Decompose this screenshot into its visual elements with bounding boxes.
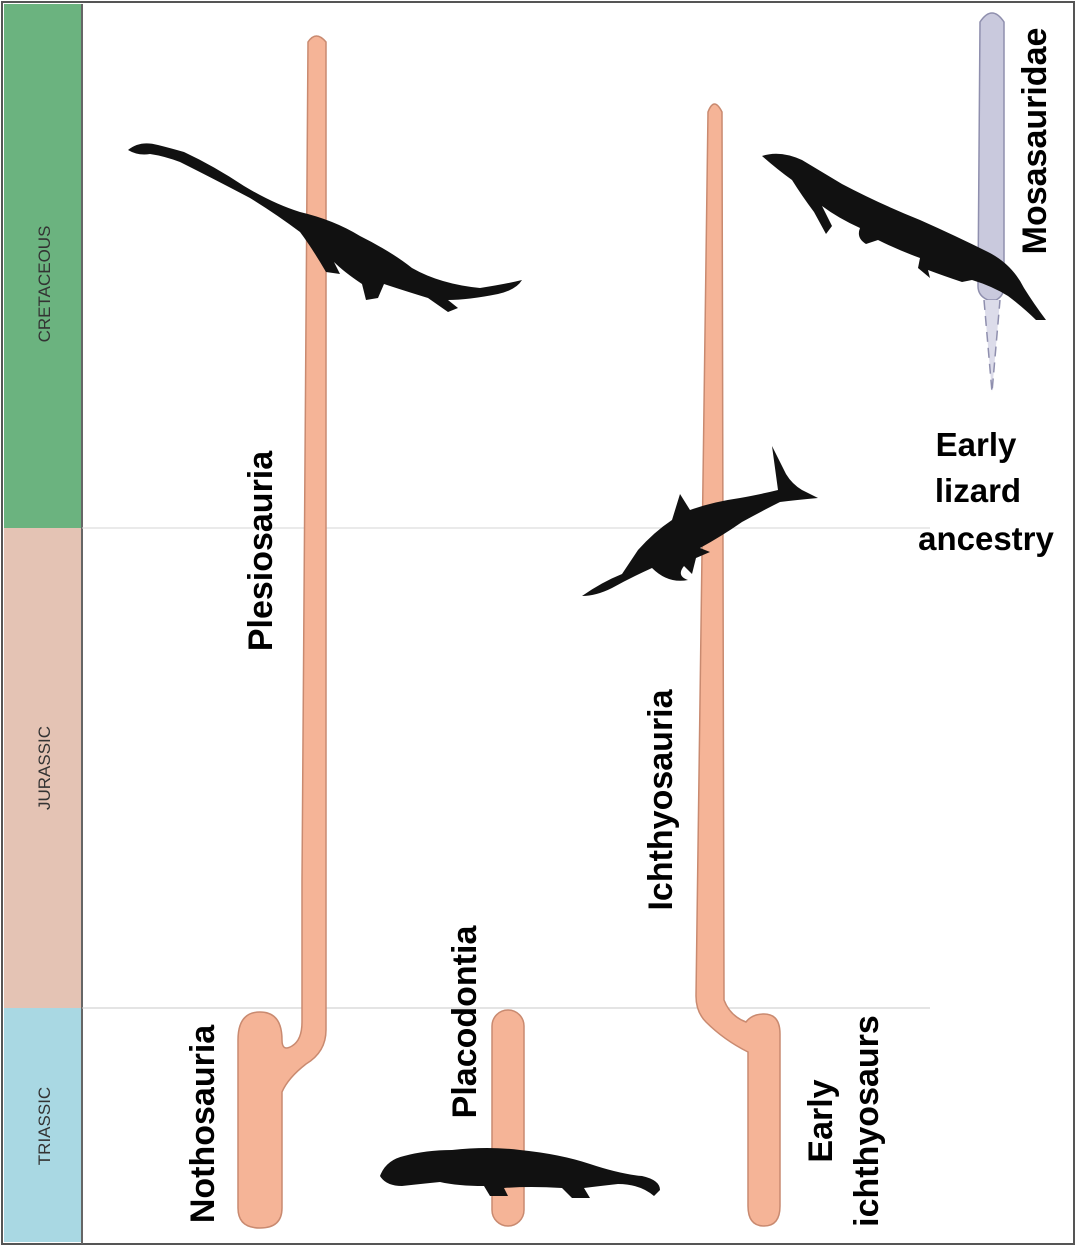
label-early-ichthyosaurs-line2: ichthyosaurs xyxy=(848,1015,886,1227)
label-placodontia: Placodontia xyxy=(446,925,484,1119)
label-early-lizard-line3: ancestry xyxy=(918,520,1054,557)
label-plesiosauria: Plesiosauria xyxy=(242,450,280,651)
label-early-ichthyosaurs-line1: Early xyxy=(802,1079,840,1162)
label-mosasauridae: Mosasauridae xyxy=(1016,28,1054,255)
label-early-lizard-line1: Early xyxy=(936,426,1017,463)
label-ichthyosauria: Ichthyosauria xyxy=(642,688,680,910)
period-label-triassic: TRIASSIC xyxy=(35,1087,54,1165)
period-label-jurassic: JURASSIC xyxy=(35,726,54,810)
label-early-lizard-line2: lizard xyxy=(935,472,1021,509)
label-nothosauria: Nothosauria xyxy=(184,1024,222,1223)
period-label-cretaceous: CRETACEOUS xyxy=(35,226,54,343)
